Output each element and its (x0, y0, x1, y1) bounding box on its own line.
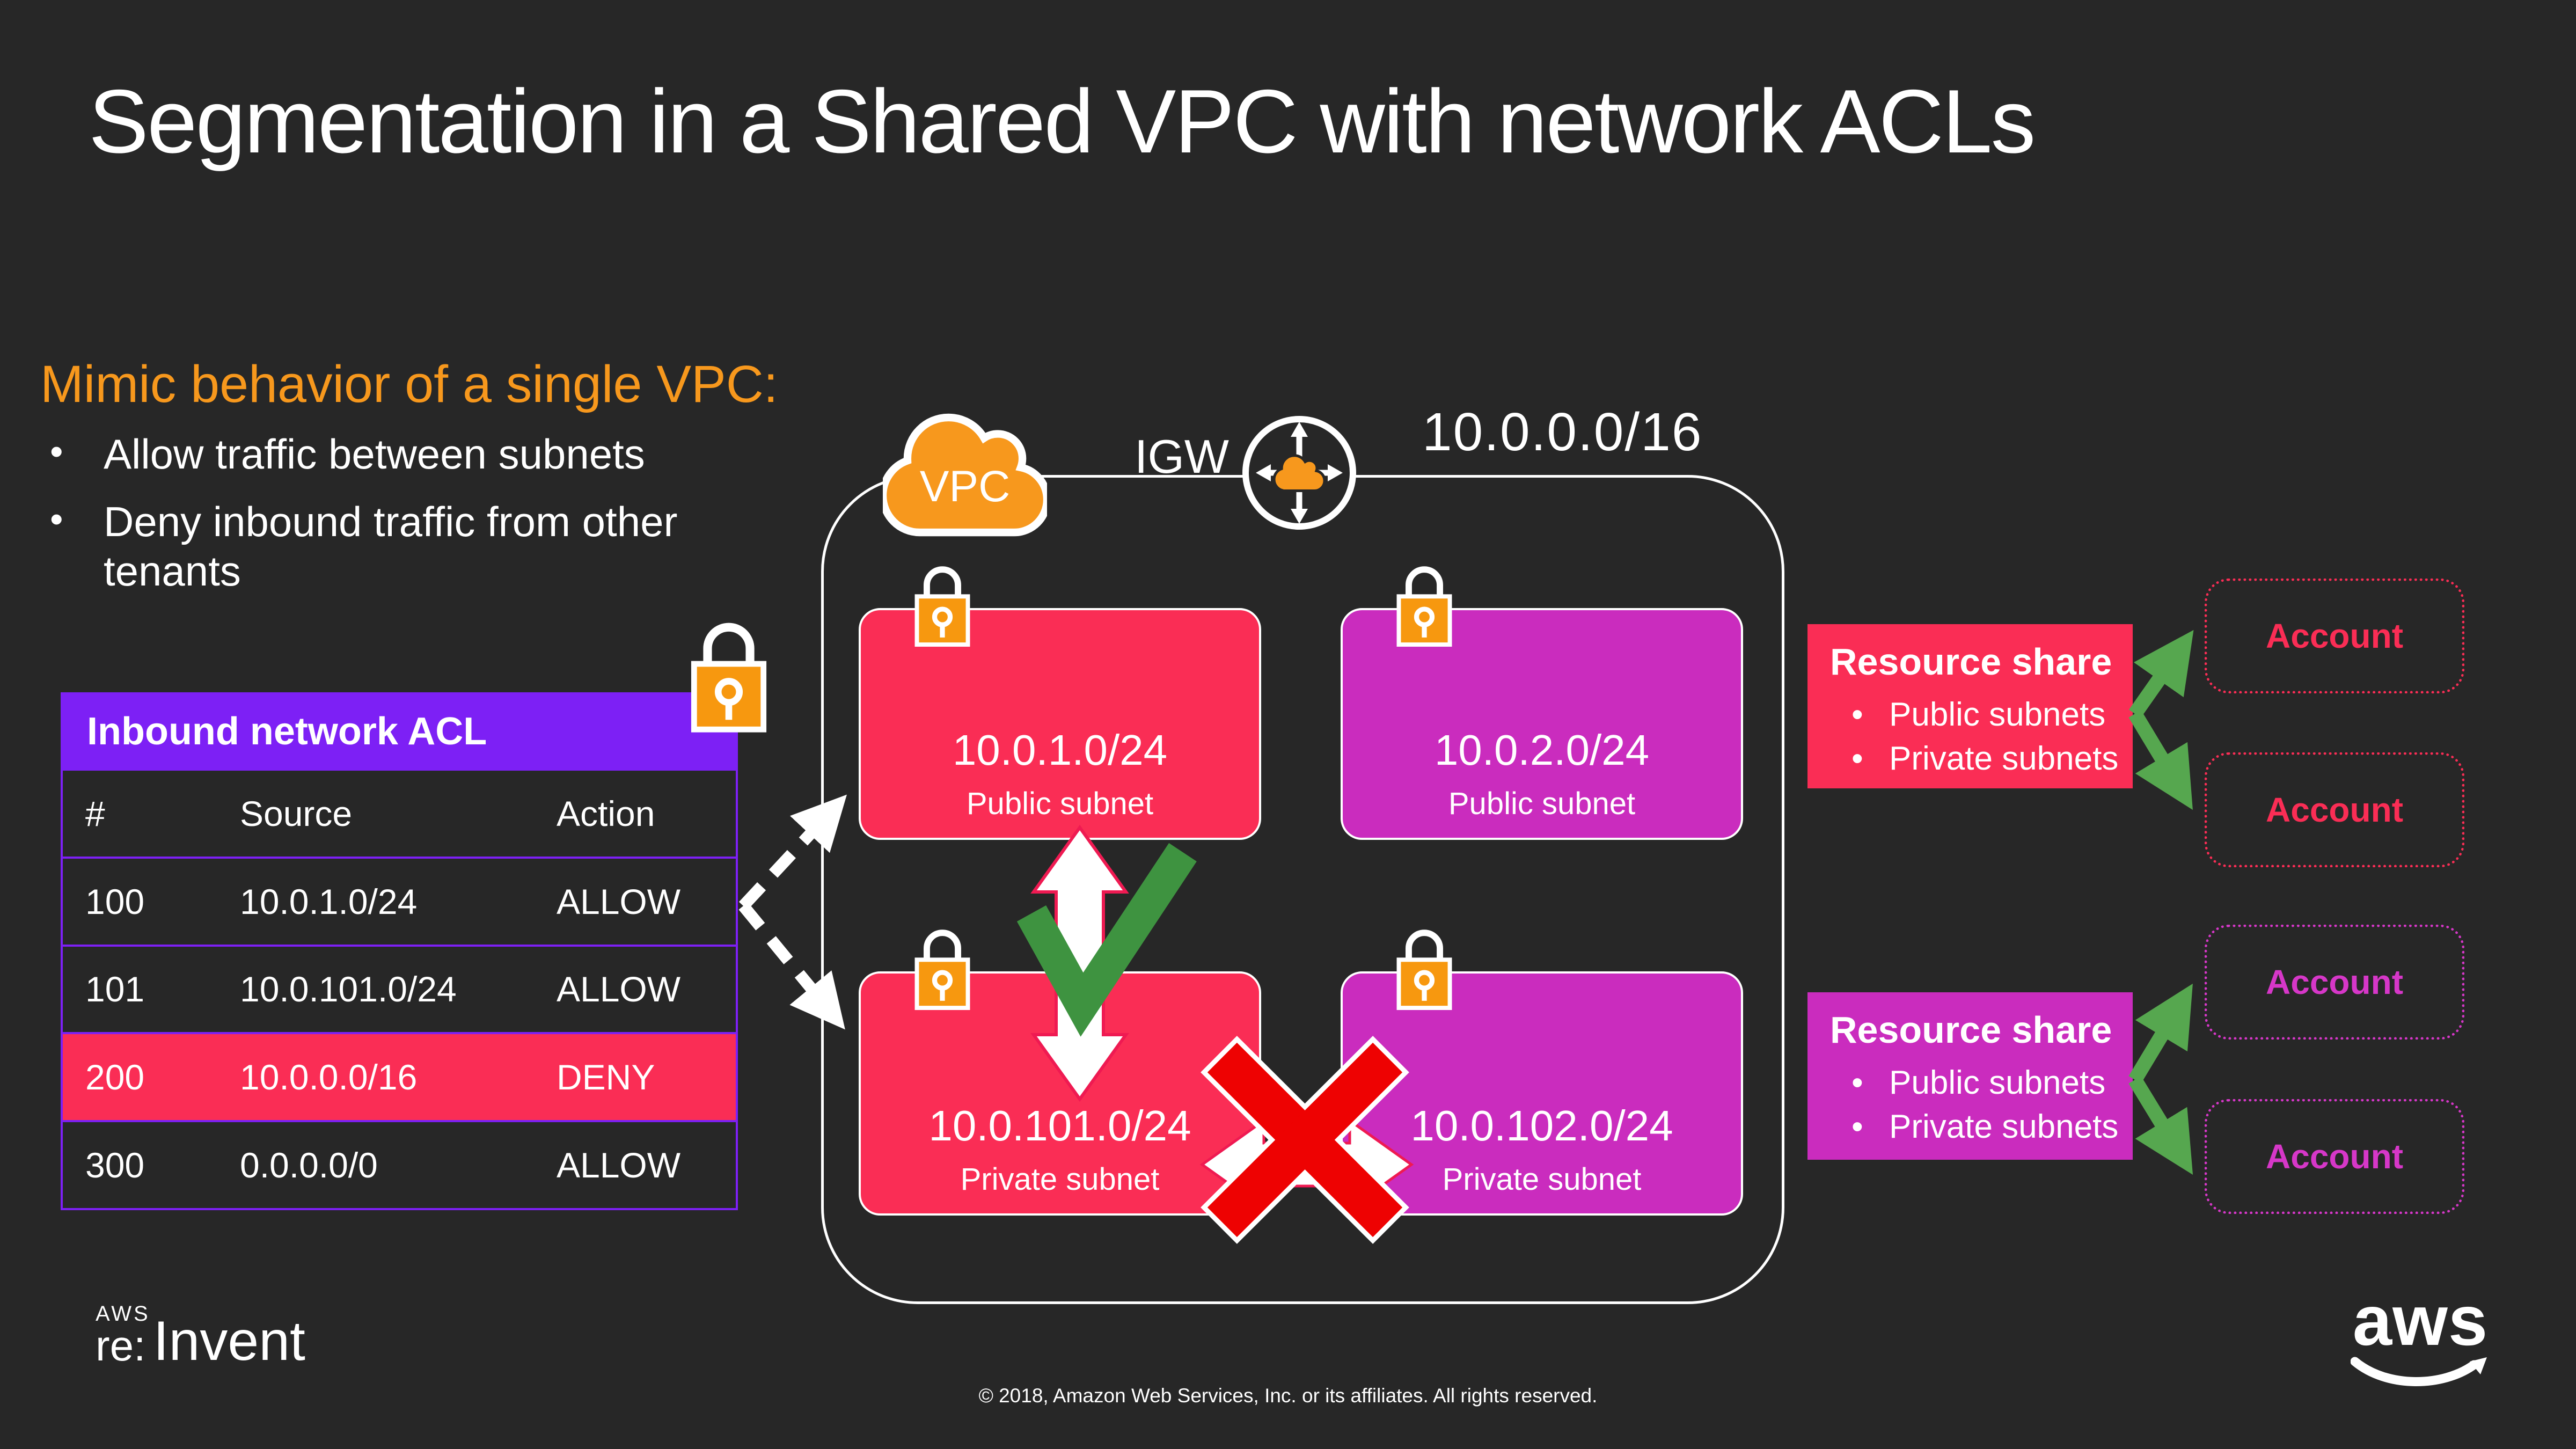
intro-heading: Mimic behavior of a single VPC: (40, 355, 778, 413)
rule-source: 10.0.1.0/24 (240, 881, 418, 921)
reinvent-logo-re: re: (96, 1322, 146, 1370)
table-row: 100 10.0.1.0/24 ALLOW (63, 856, 736, 945)
subnet-label: Private subnet (960, 1162, 1160, 1197)
igw-label: IGW (1135, 430, 1229, 483)
acl-table-title: Inbound network ACL (87, 710, 487, 753)
resource-share-bullet: Private subnets (1830, 737, 2133, 781)
acl-table-title-bar: Inbound network ACL (63, 694, 736, 769)
subnet-cidr: 10.0.101.0/24 (928, 1102, 1191, 1150)
resource-share-private: Resource share Public subnets Private su… (1807, 992, 2133, 1160)
copyright-text: © 2018, Amazon Web Services, Inc. or its… (978, 1385, 1598, 1407)
intro-bullet: Allow traffic between subnets (40, 429, 764, 479)
rule-number: 101 (85, 969, 145, 1009)
vpc-cloud-icon (883, 413, 1047, 537)
account-box: Account (2205, 579, 2464, 693)
resource-share-bullet: Private subnets (1830, 1105, 2133, 1149)
acl-header-row: # Source Action (63, 769, 736, 857)
subnet-cidr: 10.0.102.0/24 (1410, 1102, 1673, 1150)
rule-source: 0.0.0.0/0 (240, 1145, 378, 1185)
resource-share-title: Resource share (1830, 641, 2112, 683)
subnet-label: Public subnet (966, 786, 1154, 821)
acl-col-num: # (85, 793, 105, 833)
reinvent-logo-invent: Invent (153, 1310, 305, 1373)
intro-bullet-list: Allow traffic between subnets Deny inbou… (40, 429, 764, 614)
resource-share-bullet: Public subnets (1830, 1061, 2133, 1105)
page-title: Segmentation in a Shared VPC with networ… (89, 71, 2036, 172)
aws-smile-icon (2350, 1357, 2487, 1386)
subnet-cidr: 10.0.1.0/24 (952, 726, 1168, 774)
subnet-private-2: 10.0.102.0/24 Private subnet (1341, 971, 1743, 1216)
rule-source: 10.0.0.0/16 (240, 1057, 418, 1097)
account-box: Account (2205, 752, 2464, 867)
subnet-cidr: 10.0.2.0/24 (1434, 726, 1650, 774)
table-row: 300 0.0.0.0/0 ALLOW (63, 1120, 736, 1208)
subnet-private-1: 10.0.101.0/24 Private subnet (859, 971, 1261, 1216)
account-box: Account (2205, 925, 2464, 1040)
rule-number: 200 (85, 1057, 145, 1097)
vpc-label: VPC (919, 462, 1011, 511)
rule-action: DENY (557, 1057, 655, 1097)
intro-bullet: Deny inbound traffic from other tenants (40, 497, 764, 596)
rule-number: 100 (85, 881, 145, 921)
igw-icon (1242, 416, 1356, 530)
rule-action: ALLOW (557, 881, 681, 921)
resource-share-title: Resource share (1830, 1009, 2112, 1051)
table-row-deny: 200 10.0.0.0/16 DENY (63, 1032, 736, 1121)
inbound-acl-table: Inbound network ACL # Source Action 100 … (61, 692, 738, 1210)
aws-logo: aws (2350, 1281, 2490, 1405)
resource-share-bullet: Public subnets (1830, 693, 2133, 737)
share-arrows (2128, 630, 2194, 1175)
reinvent-logo-aws: AWS (96, 1302, 150, 1326)
rule-action: ALLOW (557, 969, 681, 1009)
subnet-label: Private subnet (1442, 1162, 1642, 1197)
rule-action: ALLOW (557, 1145, 681, 1185)
rule-source: 10.0.101.0/24 (240, 969, 457, 1009)
acl-col-action: Action (557, 793, 655, 833)
rule-number: 300 (85, 1145, 145, 1185)
subnet-label: Public subnet (1448, 786, 1636, 821)
account-box: Account (2205, 1099, 2464, 1214)
resource-share-public: Resource share Public subnets Private su… (1807, 624, 2133, 788)
table-row: 101 10.0.101.0/24 ALLOW (63, 944, 736, 1033)
subnet-public-1: 10.0.1.0/24 Public subnet (859, 608, 1261, 840)
acl-col-source: Source (240, 793, 353, 833)
reinvent-logo: AWS re: Invent (96, 1302, 305, 1373)
vpc-cidr-label: 10.0.0.0/16 (1422, 402, 1703, 462)
aws-logo-text: aws (2352, 1281, 2489, 1360)
subnet-public-2: 10.0.2.0/24 Public subnet (1341, 608, 1743, 840)
